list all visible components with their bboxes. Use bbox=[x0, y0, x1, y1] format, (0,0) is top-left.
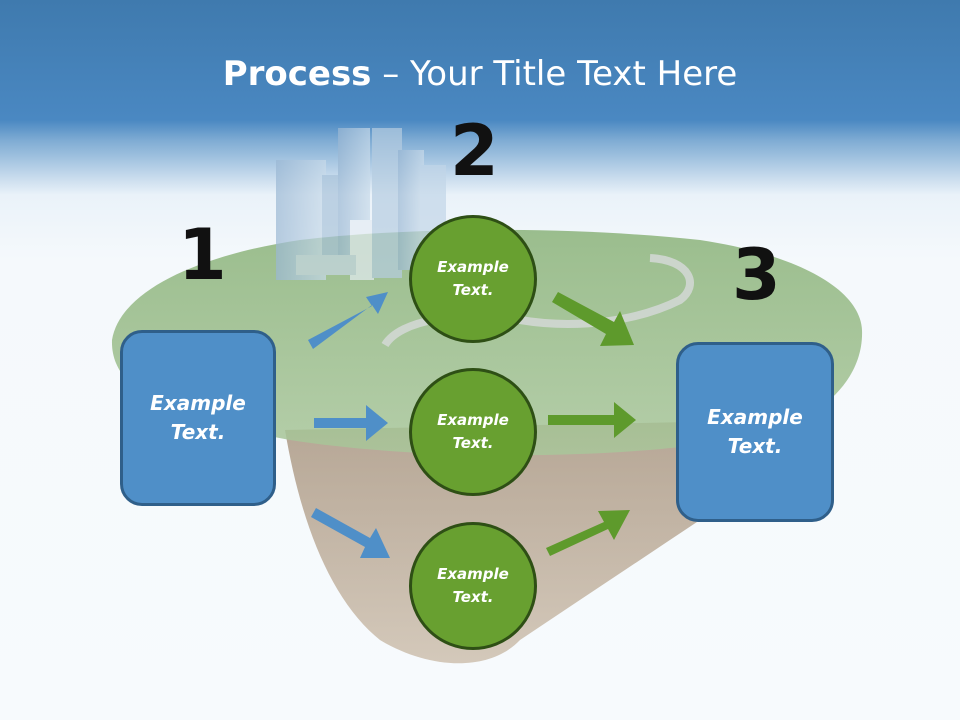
title-bold: Process bbox=[222, 54, 372, 94]
step-number-3: 3 bbox=[732, 234, 781, 316]
step-number-2: 2 bbox=[450, 110, 499, 192]
blue-arrow-down bbox=[311, 508, 390, 558]
blue-arrow-up bbox=[308, 292, 388, 349]
green-arrow-up bbox=[546, 510, 630, 556]
slide-title: Process – Your Title Text Here bbox=[0, 54, 960, 94]
green-arrow-right bbox=[548, 402, 636, 438]
green-arrow-down bbox=[552, 292, 634, 346]
title-rest: – Your Title Text Here bbox=[371, 54, 738, 94]
island-grass bbox=[111, 229, 863, 456]
blue-arrow-right bbox=[314, 405, 388, 441]
step-number-1: 1 bbox=[178, 214, 227, 296]
